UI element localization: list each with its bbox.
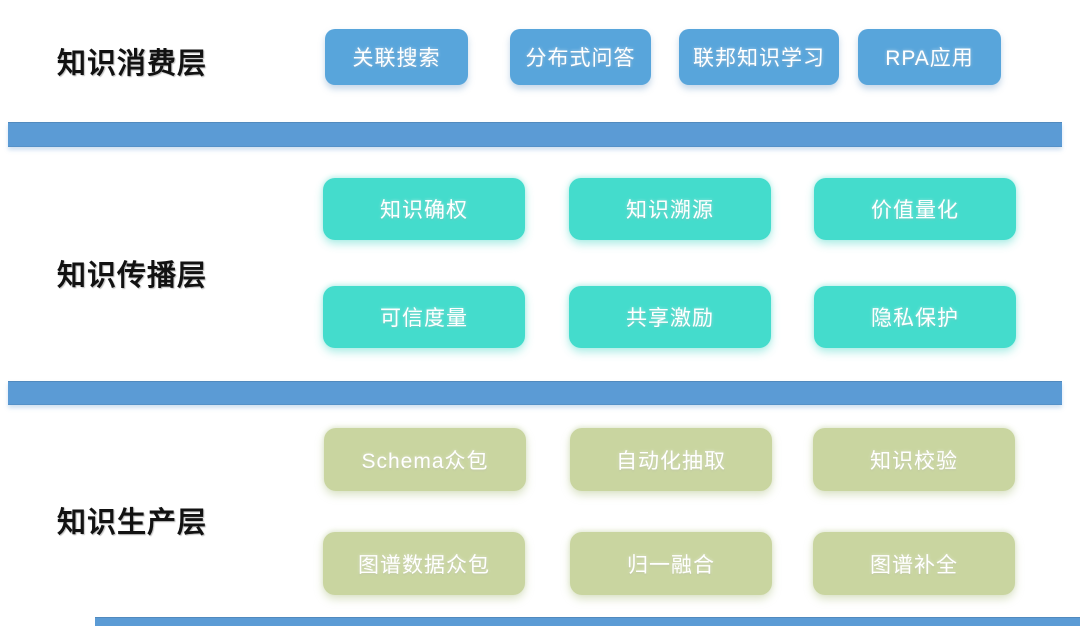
node-related-search: 关联搜索 (325, 29, 468, 85)
divider-bar-top (8, 122, 1062, 147)
layer-label-production: 知识生产层 (57, 507, 208, 539)
node-sharing-incentive: 共享激励 (569, 286, 771, 348)
layer-label-propagation: 知识传播层 (57, 260, 208, 292)
node-knowledge-rights-confirmation: 知识确权 (323, 178, 525, 240)
node-value-quantification: 价值量化 (814, 178, 1016, 240)
node-knowledge-traceability: 知识溯源 (569, 178, 771, 240)
divider-bar-bottom-partial (95, 617, 1080, 626)
node-schema-crowdsourcing: Schema众包 (324, 428, 526, 491)
node-privacy-protection: 隐私保护 (814, 286, 1016, 348)
node-trust-measurement: 可信度量 (323, 286, 525, 348)
node-distributed-qa: 分布式问答 (510, 29, 651, 85)
layer-label-consumption: 知识消费层 (57, 48, 208, 80)
divider-bar-middle (8, 381, 1062, 405)
node-normalization-fusion: 归一融合 (570, 532, 772, 595)
node-automated-extraction: 自动化抽取 (570, 428, 772, 491)
node-rpa-application: RPA应用 (858, 29, 1001, 85)
node-graph-completion: 图谱补全 (813, 532, 1015, 595)
node-federated-knowledge-learning: 联邦知识学习 (679, 29, 839, 85)
node-graph-data-crowdsourcing: 图谱数据众包 (323, 532, 525, 595)
node-knowledge-verification: 知识校验 (813, 428, 1015, 491)
